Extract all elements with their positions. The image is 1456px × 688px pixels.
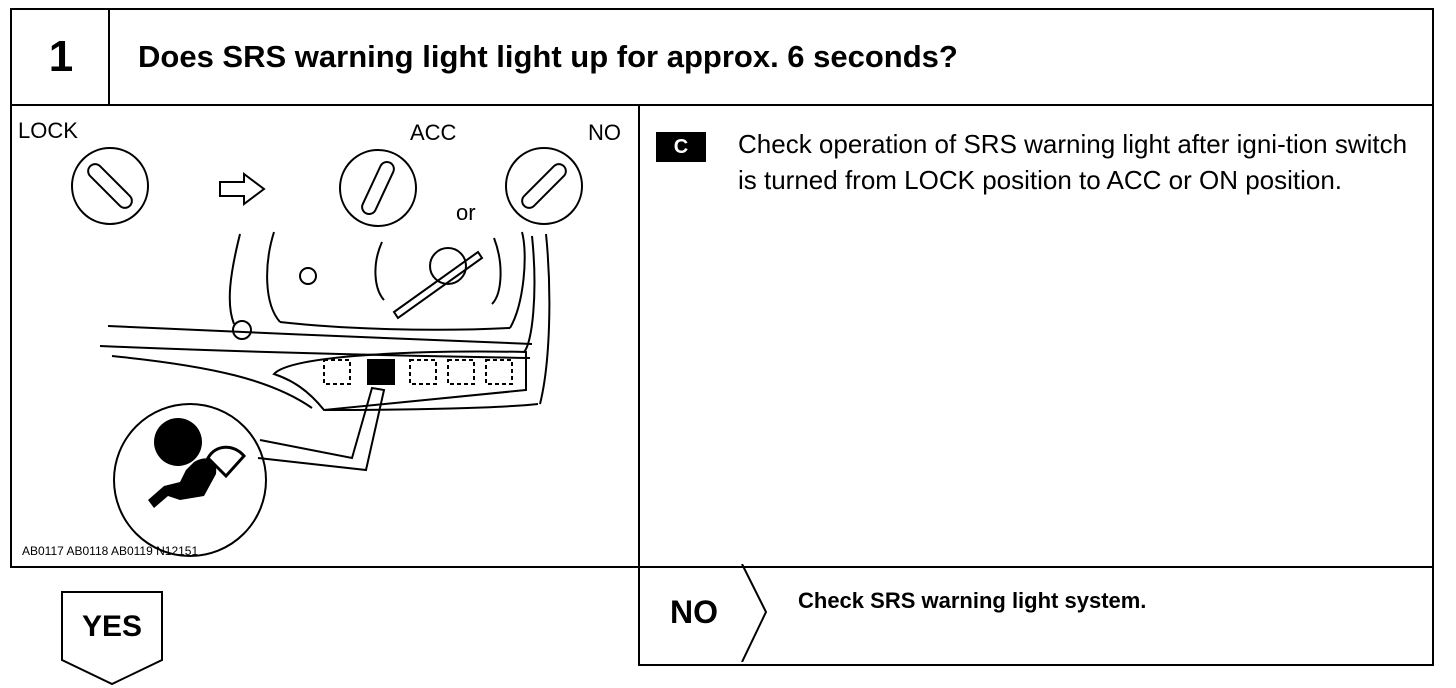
- illustration-panel: LOCK ACC NO or AB0117 AB0118 AB0119 N121…: [10, 104, 640, 568]
- step-title: Does SRS warning light light up for appr…: [108, 8, 1434, 106]
- acc-position-key-icon: [339, 149, 417, 227]
- yes-branch-marker: YES: [60, 590, 164, 686]
- chevron-right-icon: [741, 564, 768, 662]
- srs-warning-light-icon: [367, 359, 395, 385]
- dashboard-outline: [99, 231, 551, 412]
- warning-lights-row: [323, 359, 513, 385]
- no-branch-action: Check SRS warning light system.: [798, 588, 1147, 613]
- airbag-pictogram-icon: [148, 418, 246, 508]
- yes-label: YES: [81, 610, 143, 643]
- arrow-right-icon: [219, 172, 266, 206]
- or-label: or: [456, 200, 476, 225]
- procedure-badge: C: [656, 132, 706, 162]
- on-label: NO: [588, 120, 621, 145]
- no-branch-box: NO Check SRS warning light system.: [638, 564, 1434, 666]
- yes-arrow-shape: [61, 591, 163, 686]
- description-panel: C Check operation of SRS warning light a…: [638, 104, 1434, 568]
- ignition-dashboard-diagram: [71, 147, 583, 557]
- no-label: NO: [670, 594, 718, 630]
- lock-position-key-icon: [71, 147, 149, 225]
- on-position-key-icon: [505, 147, 583, 225]
- step-number: 1: [10, 8, 110, 106]
- figure-code: AB0117 AB0118 AB0119 N12151: [22, 544, 199, 558]
- instruction-text: Check operation of SRS warning light aft…: [738, 129, 1408, 195]
- srs-airbag-callout: [113, 403, 267, 557]
- lock-label: LOCK: [18, 118, 78, 143]
- acc-label: ACC: [410, 120, 457, 145]
